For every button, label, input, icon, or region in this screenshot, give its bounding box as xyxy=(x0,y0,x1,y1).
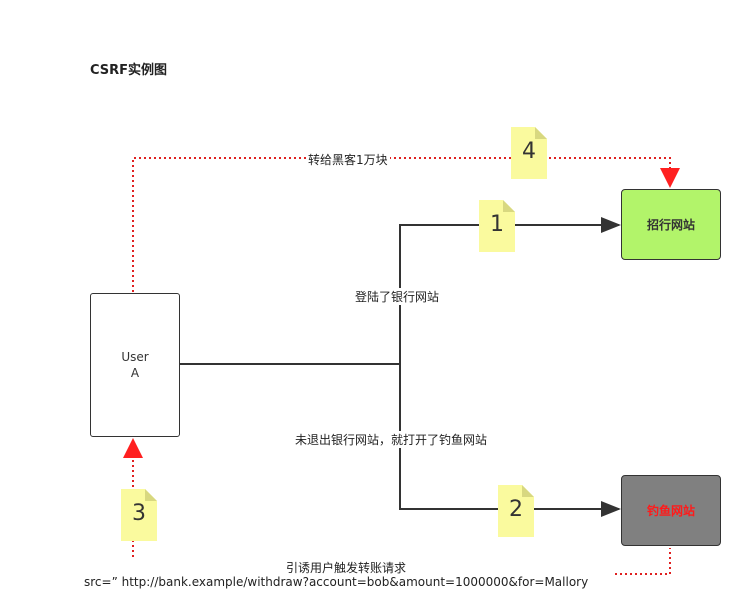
bank-node-label: 招行网站 xyxy=(646,218,695,232)
phishing-node: 钓鱼网站 xyxy=(621,475,721,546)
open-phish-arrow xyxy=(399,364,621,517)
phishing-node-label: 钓鱼网站 xyxy=(646,504,695,518)
step-note-3: 3 xyxy=(121,489,157,541)
open-phish-label: 未退出银行网站，就打开了钓鱼网站 xyxy=(293,431,490,448)
step-number-1: 1 xyxy=(490,212,504,237)
transfer-label: 转给黑客1万块 xyxy=(306,151,390,168)
src-request-text: src=” http://bank.example/withdraw?accou… xyxy=(84,575,589,589)
phish-request-line xyxy=(615,548,671,575)
step-number-3: 3 xyxy=(132,501,146,526)
step-number-4: 4 xyxy=(522,139,536,164)
step-number-2: 2 xyxy=(509,497,523,522)
diagram-title: CSRF实例图 xyxy=(90,63,168,78)
step-note-1: 1 xyxy=(479,200,515,252)
dotted-connectors xyxy=(123,157,680,575)
solid-connectors xyxy=(180,217,621,517)
login-arrow xyxy=(399,217,621,364)
step-note-4: 4 xyxy=(511,127,547,179)
user-node: User A xyxy=(90,293,180,437)
transfer-arrow xyxy=(132,157,680,292)
step-note-2: 2 xyxy=(498,485,534,537)
lure-label: 引诱用户触发转账请求 xyxy=(284,559,409,576)
bank-node: 招行网站 xyxy=(621,189,721,260)
user-node-label: User A xyxy=(121,350,149,380)
login-label: 登陆了银行网站 xyxy=(353,288,442,305)
